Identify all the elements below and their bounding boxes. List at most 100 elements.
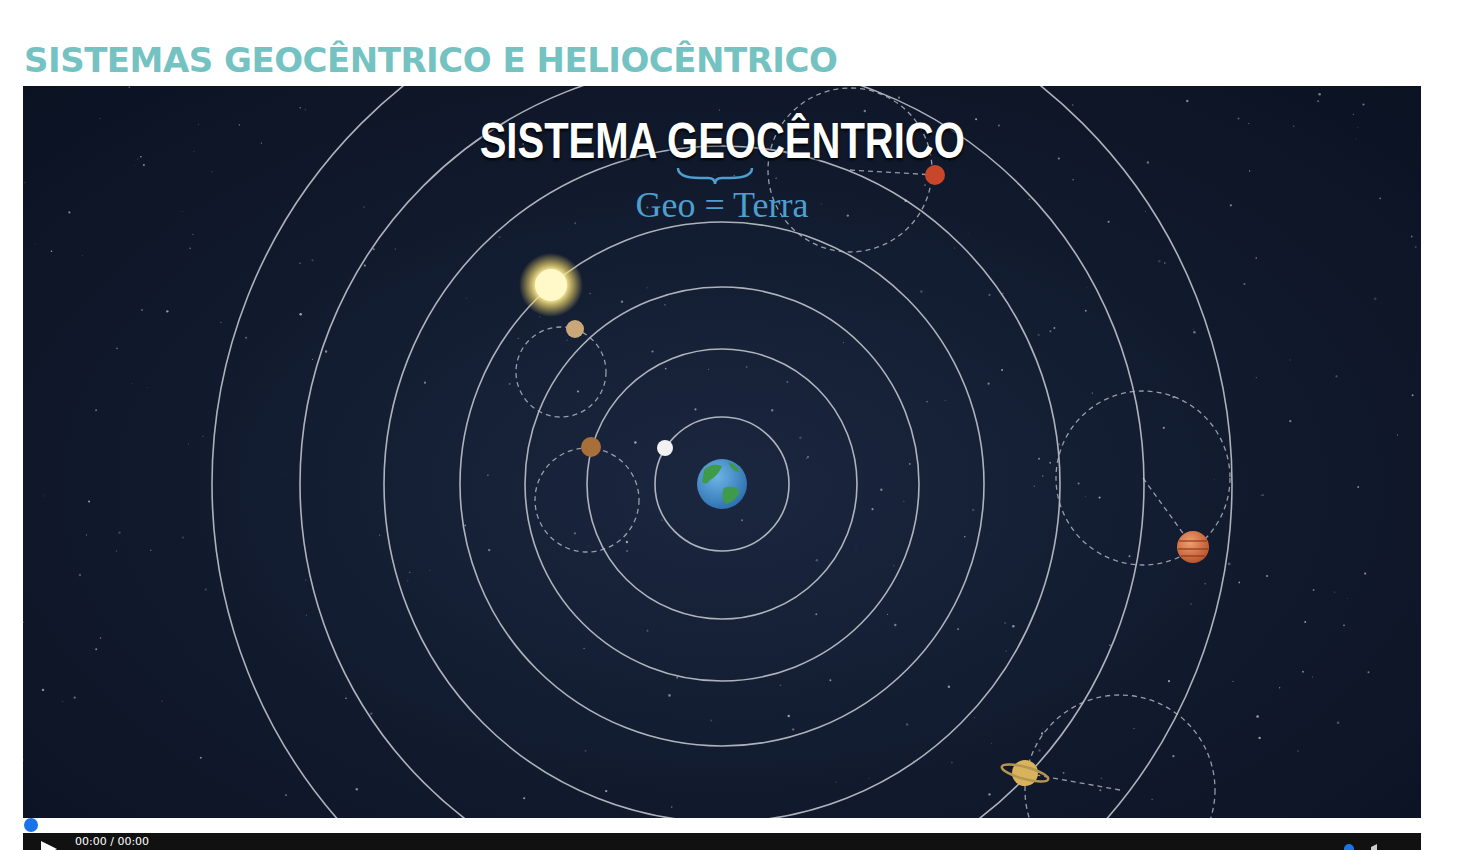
star-dot (1357, 486, 1359, 488)
star-dot (944, 399, 946, 401)
video-title: SISTEMA GEOCÊNTRICO (23, 112, 1421, 170)
star-dot (539, 316, 541, 318)
star-dot (1085, 310, 1087, 312)
star-dot (574, 222, 576, 224)
star-dot (651, 350, 653, 352)
star-dot (373, 248, 375, 250)
star-dot (1058, 158, 1060, 160)
star-dot (577, 390, 579, 392)
star-dot (35, 243, 37, 245)
star-dot (987, 383, 989, 385)
star-dot (1101, 777, 1103, 779)
star-dot (948, 685, 950, 687)
star-dot (285, 794, 287, 796)
star-dot (1415, 246, 1417, 248)
star-dot (855, 546, 857, 548)
star-dot (988, 294, 990, 296)
star-dot (1237, 117, 1239, 119)
star-dot (74, 696, 76, 698)
star-dot (1289, 359, 1290, 360)
star-dot (951, 762, 953, 764)
star-dot (694, 408, 696, 410)
star-dot (975, 118, 977, 120)
star-dot (1318, 93, 1321, 96)
star-dot (816, 559, 818, 561)
star-dot (1084, 495, 1086, 497)
star-dot (1317, 100, 1319, 102)
star-dot (1168, 680, 1170, 682)
star-dot (245, 337, 247, 339)
star-dot (574, 532, 576, 534)
star-dot (871, 508, 873, 510)
star-dot (647, 630, 649, 632)
star-dot (395, 249, 396, 250)
star-dot (893, 565, 895, 567)
star-dot (1072, 179, 1073, 180)
star-dot (193, 150, 195, 152)
star-dot (143, 164, 145, 166)
star-dot (1147, 161, 1149, 163)
star-dot (806, 458, 808, 460)
star-dot (991, 743, 992, 744)
star-dot (499, 236, 501, 238)
star-dot (626, 550, 628, 552)
star-dot (305, 109, 306, 110)
star-dot (1012, 625, 1015, 628)
star-dot (363, 206, 364, 207)
star-dot (1374, 297, 1377, 300)
star-dot (1190, 603, 1192, 605)
star-dot (1053, 327, 1055, 329)
star-dot (1347, 598, 1348, 599)
page-heading: SISTEMAS GEOCÊNTRICO E HELIOCÊNTRICO (24, 40, 837, 80)
star-dot (464, 524, 466, 526)
star-dot (864, 110, 866, 112)
video-frame: SISTEMA GEOCÊNTRICO Geo = Terra (23, 86, 1421, 818)
star-dot (998, 124, 1000, 126)
star-dot (299, 313, 302, 316)
star-dot (786, 381, 788, 383)
star-dot (312, 359, 313, 360)
star-dot (957, 628, 959, 630)
star-dot (79, 574, 82, 577)
star-dot (1038, 749, 1040, 751)
star-dot (1163, 427, 1165, 429)
star-dot (1362, 103, 1364, 105)
star-dot (903, 501, 905, 503)
star-dot (588, 545, 590, 547)
star-dot (1228, 563, 1231, 566)
star-dot (787, 715, 789, 717)
star-dot (1353, 114, 1354, 115)
star-dot (1256, 715, 1259, 718)
star-dot (42, 495, 44, 497)
star-dot (967, 232, 969, 234)
star-dot (589, 293, 590, 294)
star-dot (1335, 375, 1337, 377)
star-dot (1337, 721, 1340, 724)
star-dot (118, 531, 120, 533)
star-dot (566, 339, 568, 341)
star-dot (1334, 592, 1335, 593)
star-dot (523, 797, 525, 799)
star-dot (1411, 235, 1413, 237)
progress-bar (23, 818, 1421, 833)
star-dot (23, 759, 24, 760)
star-dot (1256, 377, 1257, 378)
time-display: 00:00 / 00:00 (75, 835, 149, 848)
star-dot (1356, 139, 1357, 140)
star-dot (1213, 479, 1215, 481)
video-subtitle: Geo = Terra (23, 184, 1421, 226)
star-dot (1092, 392, 1093, 393)
star-dot (734, 175, 735, 176)
star-dot (317, 785, 319, 787)
star-dot (1042, 475, 1043, 476)
star-dot (509, 383, 511, 385)
star-dot (1368, 671, 1370, 673)
star-dot (887, 614, 888, 615)
star-dot (466, 297, 468, 299)
star-dot (1312, 676, 1313, 677)
star-dot (212, 171, 214, 173)
star-dot (954, 247, 955, 248)
star-dot (518, 338, 519, 339)
star-dot (1293, 125, 1294, 126)
star-dot (131, 383, 132, 384)
